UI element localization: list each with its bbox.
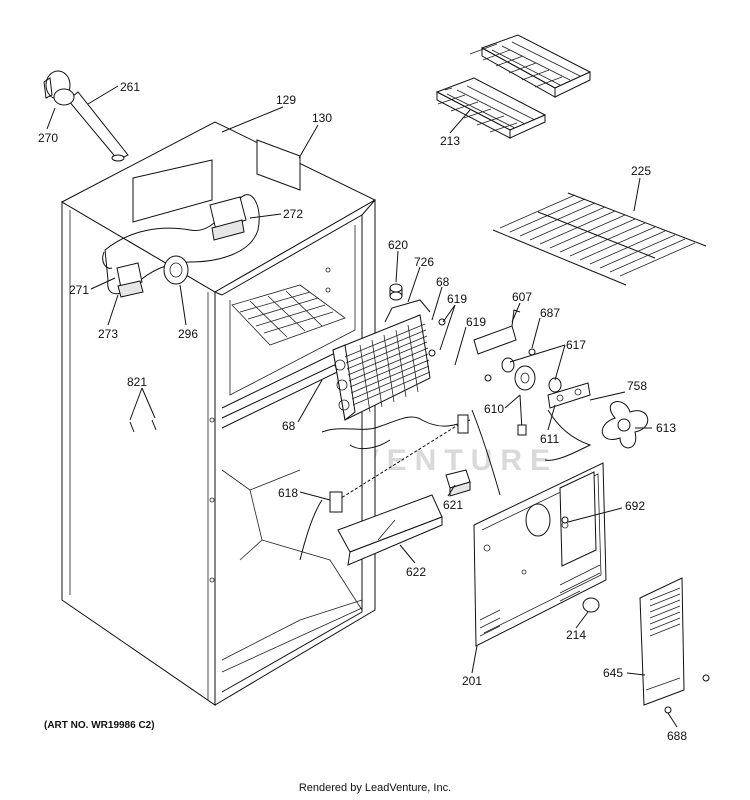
part-213-ice-trays [435,34,592,139]
leader-lines [46,85,678,728]
part-621-block [445,469,471,497]
part-270-cap [43,70,75,106]
freezer-evaporator-cover [231,284,346,346]
part-273-switch [116,262,144,298]
top-plate-129 [132,159,213,223]
evaporator-coil [332,299,431,421]
label-821: 821 [127,375,147,389]
label-618: 618 [278,486,298,500]
label-225: 225 [631,164,651,178]
footer-credit: Rendered by LeadVenture, Inc. [298,782,452,794]
screws [129,318,710,714]
part-611-bracket [547,382,591,409]
part-622-trough [337,494,443,566]
defrost-wire [321,416,471,433]
label-270: 270 [38,131,58,145]
part-618-heater [299,409,501,561]
label-619-lower: 619 [466,315,486,329]
label-272: 272 [283,207,303,221]
label-613: 613 [656,421,676,435]
label-214: 214 [566,628,586,642]
label-620: 620 [388,238,408,252]
part-225-wire-shelf [492,192,707,286]
label-273: 273 [98,327,118,341]
part-272-control [209,196,247,241]
part-201-evaporator-cover [473,462,607,647]
label-261: 261 [120,80,140,94]
part-296-light-socket [163,255,189,285]
label-726: 726 [414,255,434,269]
part-261-tube [67,91,129,162]
label-619-top: 619 [447,292,467,306]
label-296: 296 [178,327,198,341]
part-214-plug [582,597,600,613]
part-610-fan-motor [514,365,536,436]
label-271: 271 [69,283,89,297]
label-130: 130 [312,111,332,125]
label-622: 622 [406,565,426,579]
label-688: 688 [667,729,687,743]
label-758: 758 [627,379,647,393]
label-610: 610 [484,402,504,416]
label-213: 213 [440,134,460,148]
label-621: 621 [443,498,463,512]
part-labels: 261 270 129 130 213 225 272 271 273 296 … [38,80,687,743]
label-201: 201 [462,674,482,688]
art-number: (ART NO. WR19986 C2) [44,720,155,731]
label-611: 611 [540,432,559,446]
label-692: 692 [625,499,645,513]
label-687: 687 [540,306,560,320]
label-607: 607 [512,290,532,304]
label-68-top: 68 [436,275,450,289]
part-620-cap [389,283,403,301]
label-617: 617 [566,338,586,352]
label-68-lower: 68 [282,419,296,433]
label-129: 129 [276,93,296,107]
part-645-grille [639,577,685,706]
part-613-fan-blade [602,401,649,449]
label-645: 645 [603,666,623,680]
top-plate-130 [256,139,301,191]
